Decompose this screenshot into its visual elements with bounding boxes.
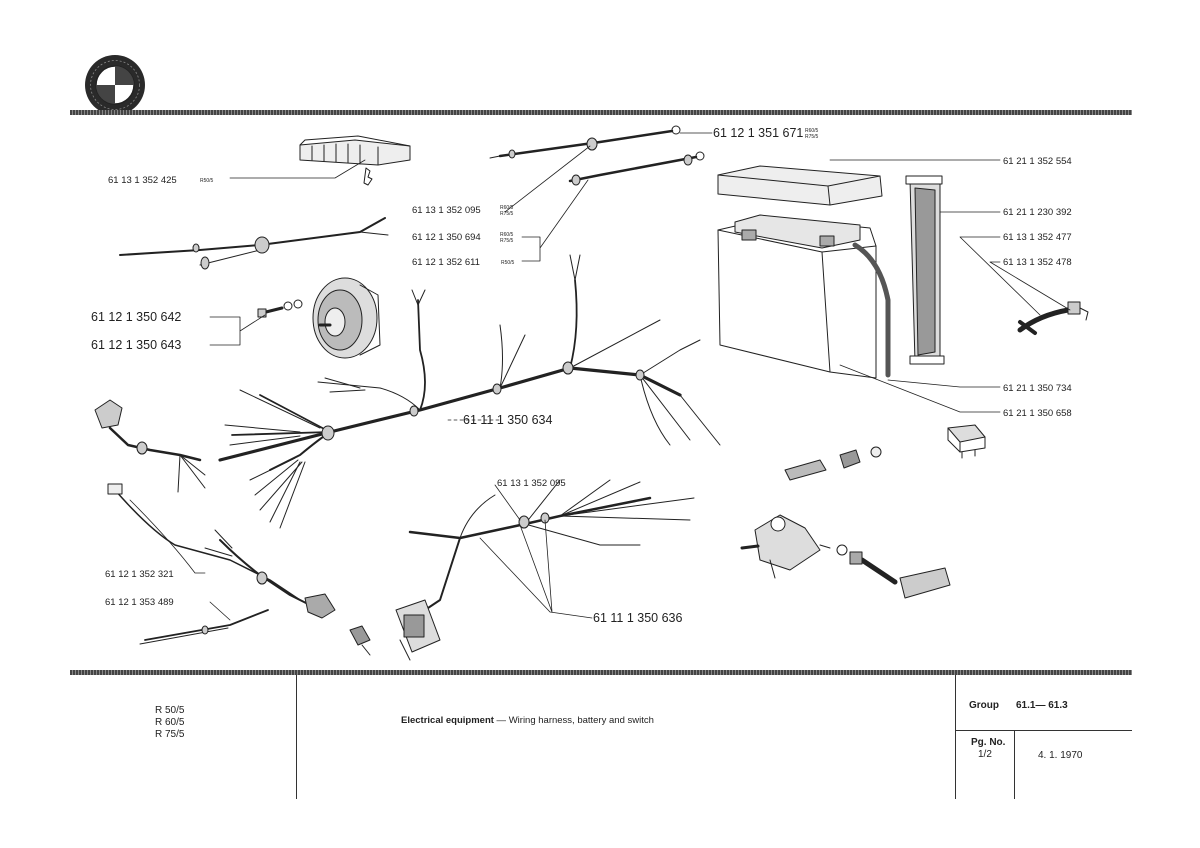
title-block-divider (296, 675, 297, 799)
part-label-61211350734: 61 21 1 350 734 (1003, 383, 1072, 394)
title-block-divider (1014, 730, 1015, 799)
part-label-61121353489: 61 12 1 353 489 (105, 597, 174, 608)
relay-drawing (947, 424, 986, 459)
group-label: Group (969, 700, 999, 711)
issue-date: 4. 1. 1970 (1038, 750, 1083, 761)
sheet-title-sub: — Wiring harness, battery and switch (493, 715, 654, 726)
model-tag: R50/5 (200, 178, 214, 184)
battery-strap-drawing (905, 175, 945, 365)
top-border-rule (70, 110, 1132, 115)
page-number-value: 1/2 (978, 749, 992, 760)
model-tag: R60/5 (805, 128, 819, 134)
left-connector-cable-drawing (94, 399, 371, 656)
battery-drawing (717, 165, 891, 379)
part-label-61211352554: 61 21 1 352 554 (1003, 156, 1072, 167)
battery-cable-upper-drawing (489, 125, 681, 159)
brand-roundel-logo (85, 55, 145, 115)
part-label-61121350642: 61 12 1 350 642 (91, 310, 181, 324)
fuse-box-drawing (299, 135, 411, 186)
title-block-divider (955, 675, 956, 799)
model-list: R 50/5 R 60/5 R 75/5 (155, 705, 184, 741)
page-number-label: Pg. No. (971, 737, 1006, 748)
bottom-border-rule (70, 670, 1132, 675)
part-label-61111350636: 61 11 1 350 636 (593, 611, 682, 625)
battery-terminal-cable-drawing (1017, 301, 1089, 335)
battery-cable-lower-drawing (568, 151, 705, 186)
part-label-61131352095-b: 61 13 1 352 095 (497, 478, 566, 489)
ignition-switch-drawing (740, 514, 951, 599)
part-label-61111350634: 61 11 1 350 634 (463, 413, 552, 427)
model-name: R 60/5 (155, 717, 185, 728)
part-label-61131352425: 61 13 1 352 425 (108, 175, 177, 186)
model-tag: R60/5 (500, 232, 514, 238)
part-label-61121352321: 61 12 1 352 321 (105, 569, 174, 580)
title-block: R 50/5 R 60/5 R 75/5 Electrical equipmen… (70, 675, 1132, 799)
title-block-divider (955, 730, 1132, 731)
short-lead-drawing (139, 609, 269, 645)
horn-bolt-drawing (257, 299, 303, 318)
sheet-title-main: Electrical equipment (401, 715, 494, 726)
part-label-61211350658: 61 21 1 350 658 (1003, 408, 1072, 419)
part-label-61121350694: 61 12 1 350 694 (412, 232, 481, 243)
part-label-61211230392: 61 21 1 230 392 (1003, 207, 1072, 218)
model-name: R 50/5 (155, 705, 185, 716)
cable-with-grommets-drawing (119, 217, 389, 270)
plug-parts-drawing (784, 446, 882, 481)
model-tag: R75/5 (500, 238, 514, 244)
horn-drawing (312, 277, 381, 359)
part-label-61131352095-a: 61 13 1 352 095 (412, 205, 481, 216)
model-name: R 75/5 (155, 729, 185, 740)
sheet-title: Electrical equipment — Wiring harness, b… (401, 715, 654, 726)
part-label-61131352477: 61 13 1 352 477 (1003, 232, 1072, 243)
part-label-61131352478: 61 13 1 352 478 (1003, 257, 1072, 268)
leader-lines (129, 132, 1071, 621)
part-label-61121350643: 61 12 1 350 643 (91, 338, 181, 352)
model-tag: R75/5 (805, 134, 819, 140)
model-tag: R60/5 (500, 205, 514, 211)
model-tag: R50/5 (501, 260, 515, 266)
model-tag: R75/5 (500, 211, 514, 217)
part-label-61121352611: 61 12 1 352 611 (412, 257, 480, 268)
lower-harness-drawing (395, 479, 695, 661)
main-wiring-harness-drawing (218, 254, 721, 529)
part-label-61121351671: 61 12 1 351 671 (713, 126, 803, 140)
group-value: 61.1— 61.3 (1016, 700, 1068, 711)
